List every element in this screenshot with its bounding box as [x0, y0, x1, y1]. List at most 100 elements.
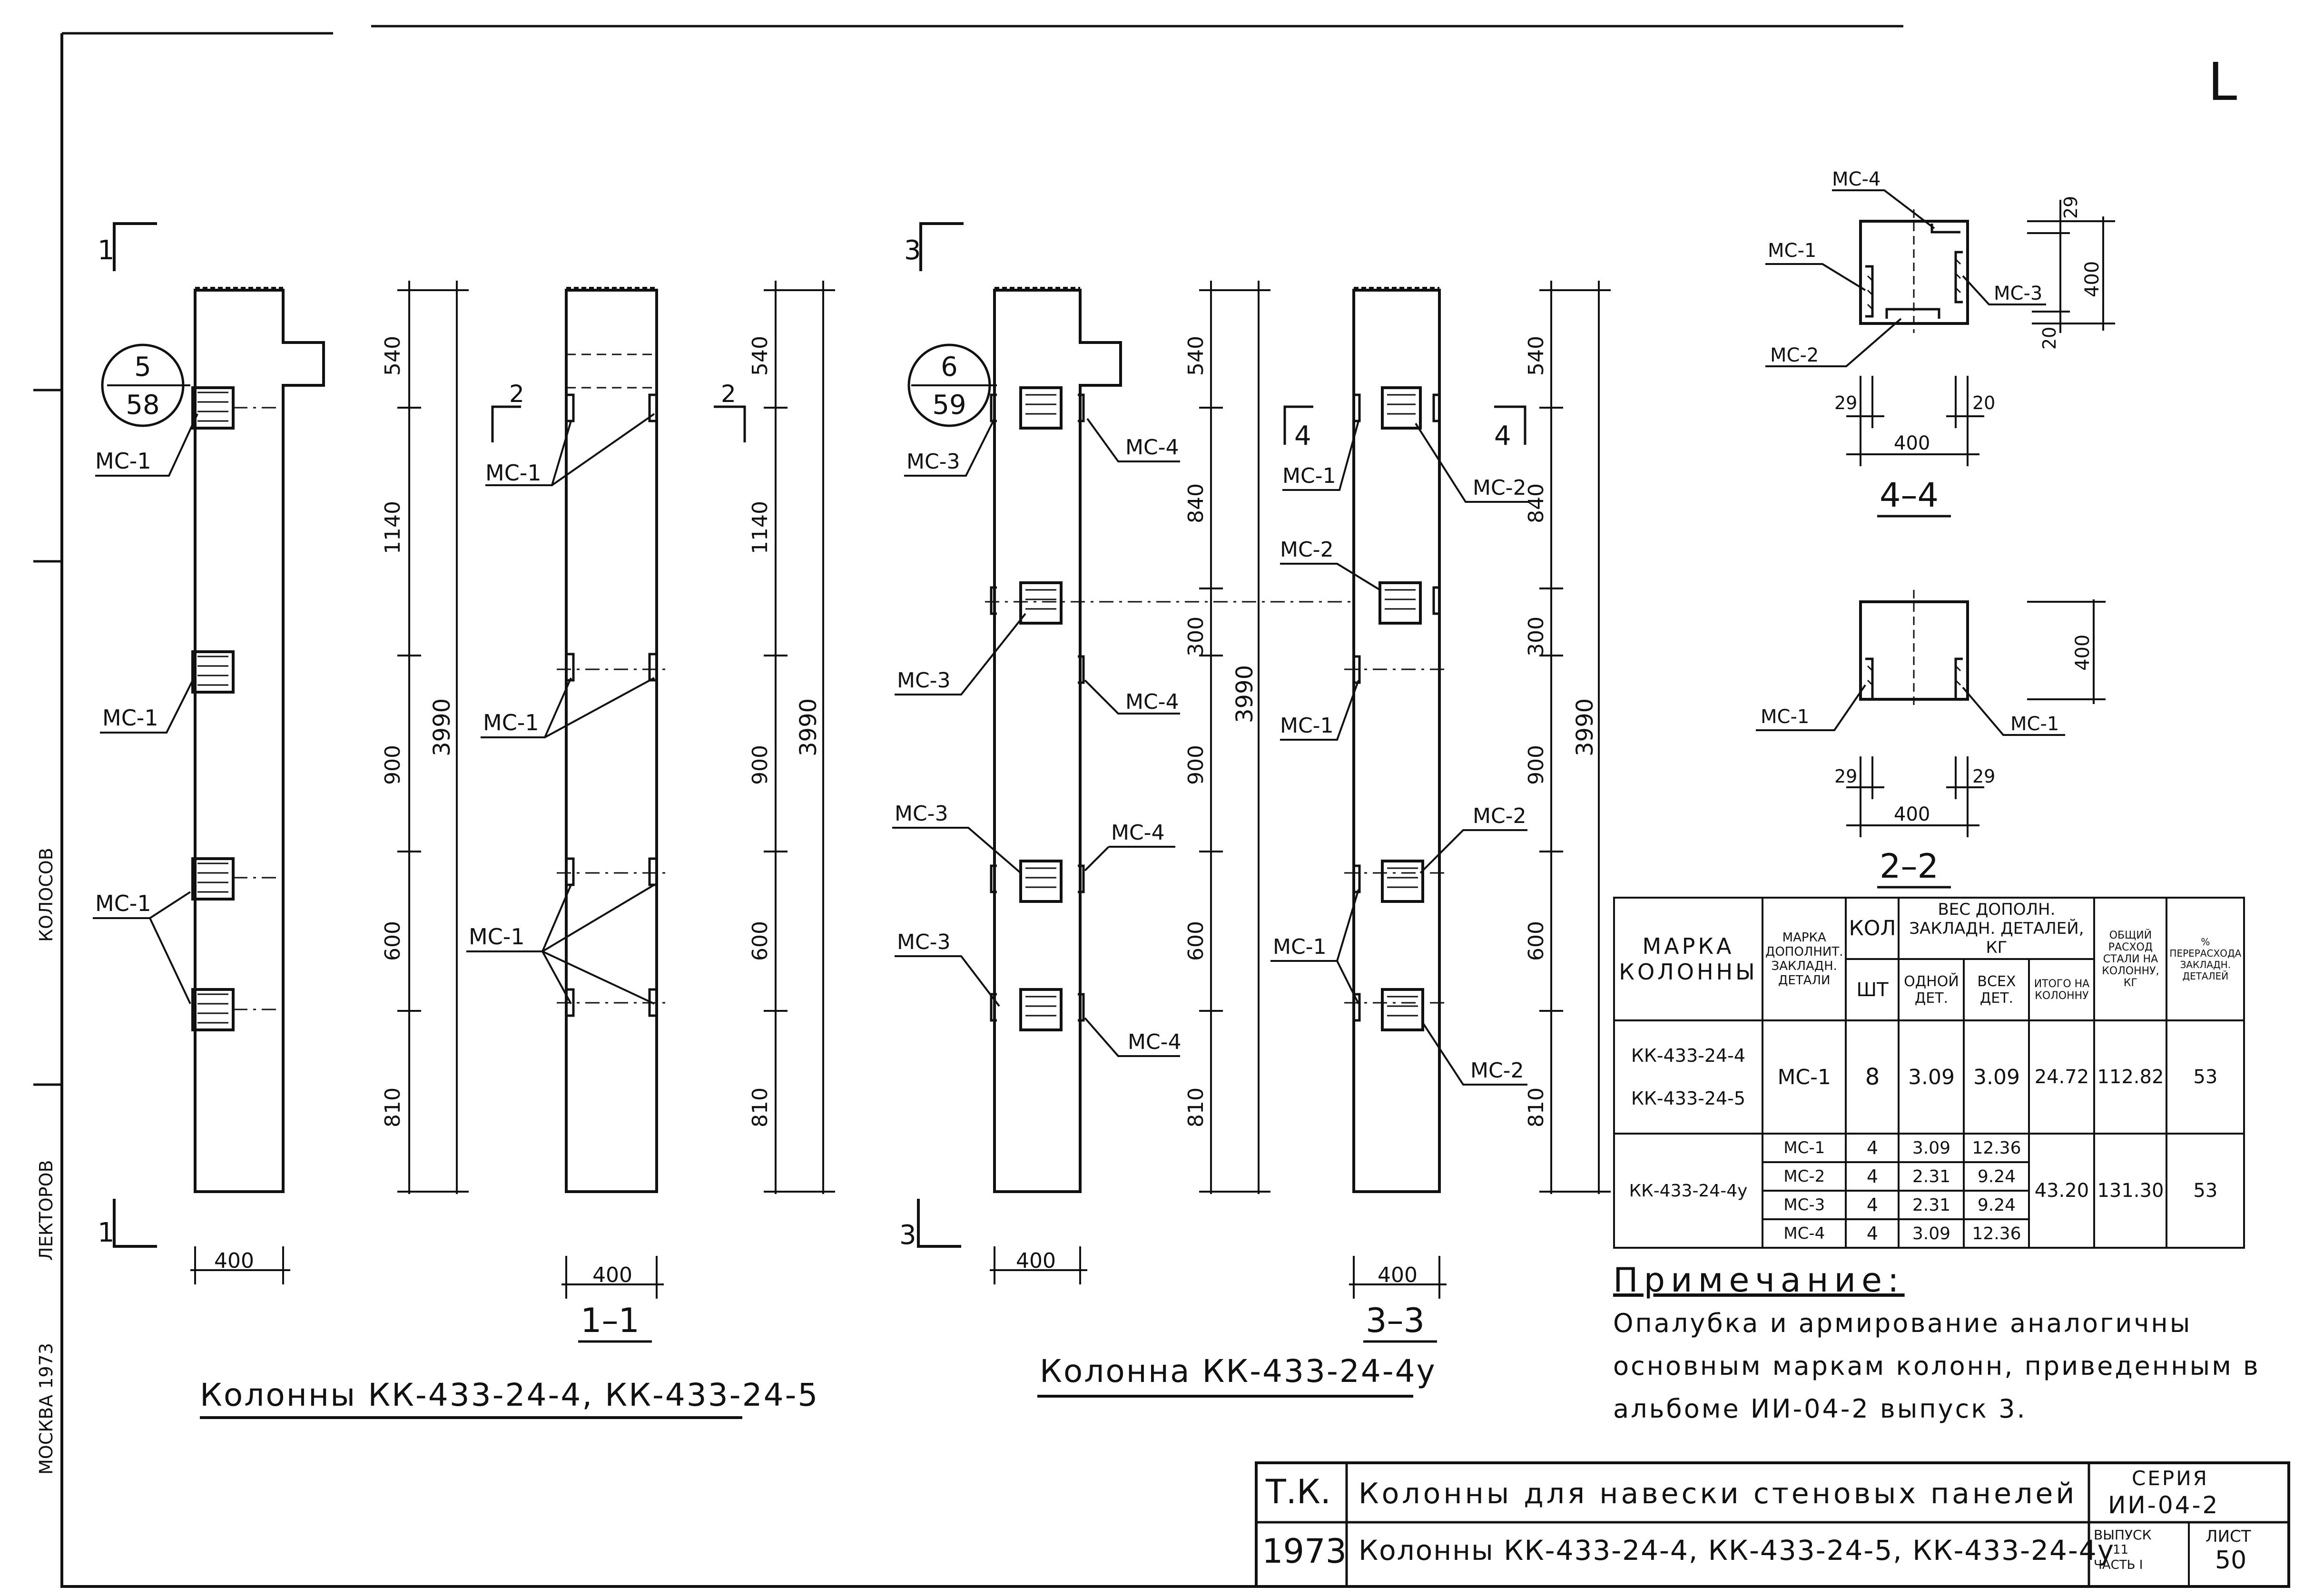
s44-label-2: МС-3: [1994, 283, 2042, 304]
tb-title-2: Колонны КК-433-24-4, КК-433-24-5, КК-433…: [1359, 1534, 2115, 1567]
s44-label-1: МС-1: [1768, 240, 1816, 262]
g1-section-view: 2 2 МС-1 МС-1 МС-1 400 1–1: [466, 287, 746, 1343]
row2-one-3: 3.09: [1898, 1218, 1965, 1249]
g1-sec-label-mc1-b: МС-1: [483, 710, 539, 735]
g2-section-title: 3–3: [1366, 1301, 1425, 1340]
g1-label-mc1-b: МС-1: [102, 705, 158, 731]
g2-dim-1: 840: [1184, 483, 1208, 523]
s44-dim-0: 29: [2060, 196, 2081, 219]
row2-all-1: 9.24: [1963, 1161, 2030, 1192]
g1-dim2-1: 1140: [748, 501, 772, 554]
g2-sec-label-mc2-a: МС-2: [1473, 476, 1526, 500]
g1-dim2-3: 600: [748, 921, 772, 961]
g2-section-mark-bottom: 3: [899, 1220, 916, 1251]
note-line-2: основным маркам колонн, приведенным в: [1613, 1351, 2260, 1381]
note-line-1: Опалубка и армирование аналогичны: [1613, 1308, 2192, 1338]
row1-steel: 112.82: [2093, 1019, 2168, 1135]
g2-total-dim-2: 3990: [1572, 698, 1598, 756]
g1-width-dim-elev: 400: [214, 1249, 254, 1273]
note-line-3: альбоме ИИ-04-2 выпуск 3.: [1613, 1394, 2027, 1424]
g1-total-dim-2: 3990: [795, 698, 822, 756]
g1-dim-0: 540: [381, 336, 405, 376]
s44-dim-4: 20: [1972, 392, 1995, 413]
title-block-frame: [1255, 1461, 2290, 1588]
th-all: ВСЕХ ДЕТ.: [1963, 958, 2030, 1021]
g2-dim-3: 900: [1184, 745, 1208, 785]
th-qty: КОЛ: [1845, 897, 1900, 960]
s44-label-3: МС-2: [1770, 344, 1819, 366]
th-total: ИТОГО НА КОЛОННУ: [2028, 958, 2096, 1021]
margin-text-2: ЛЕКТОРОВ: [36, 1160, 57, 1261]
margin-text-1: КОЛОСОВ: [36, 848, 57, 942]
g2-dim-5: 810: [1184, 1087, 1208, 1127]
tb-part-label: ЧАСТЬ I: [2094, 1558, 2143, 1572]
g2-total-dim: 3990: [1231, 665, 1258, 723]
g2-dim2-3: 900: [1524, 745, 1548, 785]
g1-dimension-chain-2: 540 1140 900 600 810 3990: [748, 281, 835, 1194]
g2-section-mark-top: 3: [904, 235, 921, 266]
row2-qty-3: 4: [1845, 1218, 1900, 1249]
g2-dim-4: 600: [1184, 921, 1208, 961]
s22-label-0: МС-1: [1761, 706, 1809, 728]
g2-label-mc4-a: МС-4: [1125, 435, 1179, 460]
g2-dimension-chain: 540 840 300 900 600 810 3990: [1184, 281, 1270, 1194]
tb-series-label: СЕРИЯ: [2132, 1467, 2209, 1490]
g2-dim2-0: 540: [1524, 336, 1548, 376]
row1-qty: 8: [1845, 1019, 1900, 1135]
g1-section-mark-bottom: 1: [98, 1217, 115, 1248]
g2-dim2-2: 300: [1524, 617, 1548, 656]
g2-label-mc4-b: МС-4: [1125, 690, 1179, 714]
s44-title: 4–4: [1880, 476, 1939, 515]
g2-callout-bottom: 59: [932, 390, 966, 421]
th-extra: % ПЕРЕРАСХОДА ЗАКЛАДН. ДЕТАЛЕЙ: [2166, 897, 2245, 1021]
th-weight: ВЕС ДОПОЛН. ЗАКЛАДН. ДЕТАЛЕЙ, КГ: [1898, 897, 2096, 960]
row2-steel: 131.30: [2093, 1133, 2168, 1249]
row2-qty-1: 4: [1845, 1161, 1900, 1192]
tb-sheet-label: ЛИСТ: [2206, 1527, 2251, 1546]
row2-part-2: МС-3: [1761, 1190, 1847, 1220]
g2-label-mc3-d: МС-3: [897, 930, 951, 954]
group2-drawings: 3 3 6: [892, 222, 1611, 1398]
tb-year: 1973: [1262, 1532, 1347, 1571]
g2-sec-label-mc1-c: МС-1: [1273, 935, 1327, 959]
row2-mark: КК-433-24-4у: [1613, 1133, 1763, 1249]
row2-part-0: МС-1: [1761, 1133, 1847, 1163]
g1-callout-top: 5: [134, 352, 151, 382]
sheet-corner-mark: L: [2208, 51, 2237, 112]
s44-label-0: МС-4: [1832, 168, 1881, 190]
g1-section2-mark-right: 2: [721, 380, 736, 408]
g1-caption: Колонны КК-433-24-4, КК-433-24-5: [200, 1377, 819, 1413]
g1-label-mc1-c: МС-1: [95, 891, 151, 916]
table-row: МС-3 4 2.31 9.24: [1614, 1190, 2244, 1220]
tb-sheet-value: 50: [2215, 1546, 2247, 1575]
g2-sec-label-mc2-b: МС-2: [1280, 538, 1334, 562]
s22-dim-1: 29: [1834, 766, 1857, 787]
g2-column-elevation: [985, 287, 1356, 1193]
s44-dim-2: 20: [2039, 327, 2060, 350]
margin-text-3: МОСКВА 1973: [36, 1343, 57, 1475]
g1-section-title: 1–1: [581, 1301, 640, 1340]
g1-total-dim: 3990: [429, 698, 455, 756]
row1-one: 3.09: [1898, 1019, 1965, 1135]
table-row: КК-433-24-4 КК-433-24-5 МС-1 8 3.09 3.09…: [1613, 1019, 2245, 1135]
g2-label-mc4-d: МС-4: [1128, 1030, 1182, 1054]
row1-total: 24.72: [2028, 1019, 2096, 1135]
s44-dim-1: 400: [2081, 261, 2103, 297]
g1-width-dim-sec: 400: [592, 1263, 632, 1287]
g1-dim-1: 1140: [381, 501, 405, 554]
tb-issue-label: ВЫПУСК: [2094, 1527, 2152, 1543]
row1-part: МС-1: [1761, 1019, 1847, 1135]
g2-dim2-4: 600: [1524, 921, 1548, 961]
row1-marks: КК-433-24-4 КК-433-24-5: [1613, 1019, 1763, 1135]
th-one: ОДНОЙ ДЕТ.: [1898, 958, 1965, 1021]
s44-dim-5: 400: [1894, 432, 1930, 454]
row2-qty-0: 4: [1845, 1133, 1900, 1163]
g1-sec-label-mc1-c: МС-1: [469, 924, 525, 950]
th-mark: МАРКА КОЛОННЫ: [1613, 897, 1763, 1021]
table-row: МС-2 4 2.31 9.24: [1614, 1161, 2244, 1192]
g2-sec-label-mc2-c: МС-2: [1473, 804, 1526, 828]
g2-width-dim-sec: 400: [1378, 1263, 1418, 1287]
title-block: Т.К. 1973 Колонны для навески стеновых п…: [1256, 1463, 2284, 1582]
g2-sec-label-mc2-d: МС-2: [1470, 1058, 1524, 1083]
row2-part-1: МС-2: [1761, 1161, 1847, 1192]
